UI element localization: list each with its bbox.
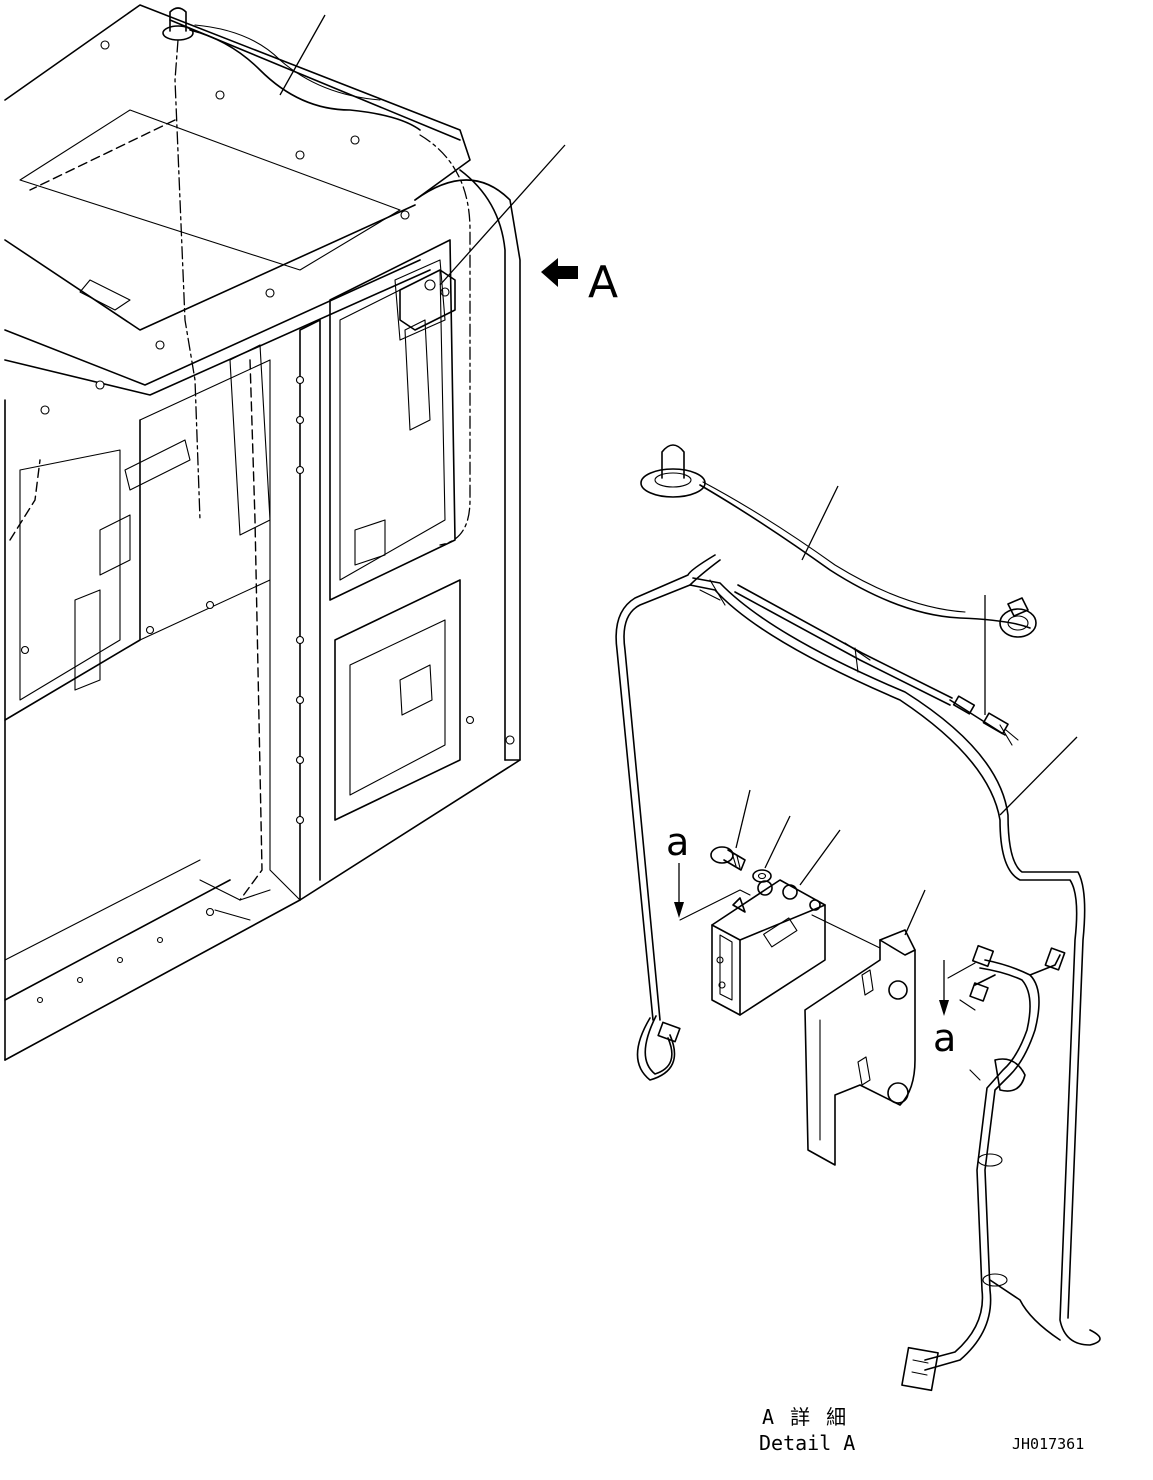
leader-bracket (904, 889, 926, 936)
leader-controller-unit (799, 829, 841, 886)
mount-line-controller (811, 914, 881, 949)
mount-line-a-left (679, 889, 751, 921)
harness-end-connector (636, 1015, 681, 1081)
antenna-cable-inner (702, 481, 966, 613)
leader-bolt (735, 789, 751, 849)
coax-cable (734, 584, 1019, 746)
leader-washer (764, 815, 791, 869)
cab-mounted-controller (399, 269, 456, 331)
mount-arrowhead-right (939, 1000, 949, 1016)
bolt (710, 846, 746, 871)
cab-harness-dashed-2 (419, 134, 471, 546)
cab-harness-dashed-4 (9, 459, 41, 541)
controller-unit (711, 879, 826, 1016)
antenna-cable (699, 484, 1031, 629)
leader-controller (439, 144, 566, 286)
cab-structure (4, 4, 521, 1061)
roof-antenna-cable-b (194, 24, 381, 101)
drawing-number: JH017361 (1012, 1435, 1084, 1453)
antenna-connector (999, 597, 1037, 638)
view-arrow (541, 258, 578, 287)
mount-arrowhead-left (674, 902, 684, 918)
antenna (640, 444, 706, 498)
main-harness (615, 554, 1101, 1346)
side-harness (901, 944, 1066, 1392)
cab-fastener-dots (20, 40, 515, 1004)
mount-marker-left: a (666, 820, 689, 864)
mount-line-a-right (947, 962, 976, 979)
mounting-bracket (804, 929, 916, 1166)
cab-harness-dashed-3 (239, 359, 263, 901)
leader-roof-cable (279, 14, 326, 96)
leader-main-harness (999, 736, 1078, 816)
roof-antenna-cable (189, 29, 421, 131)
cab-harness-dashed-1 (174, 39, 201, 521)
cab-harness-dashed-5 (29, 119, 176, 191)
leader-antenna-cable (801, 485, 839, 561)
detail-caption-jp: A 詳 細 (762, 1405, 848, 1429)
detail-caption-en: Detail A (759, 1431, 855, 1455)
view-marker-label: A (588, 257, 618, 308)
washer (752, 869, 772, 883)
mount-marker-right: a (933, 1016, 956, 1060)
